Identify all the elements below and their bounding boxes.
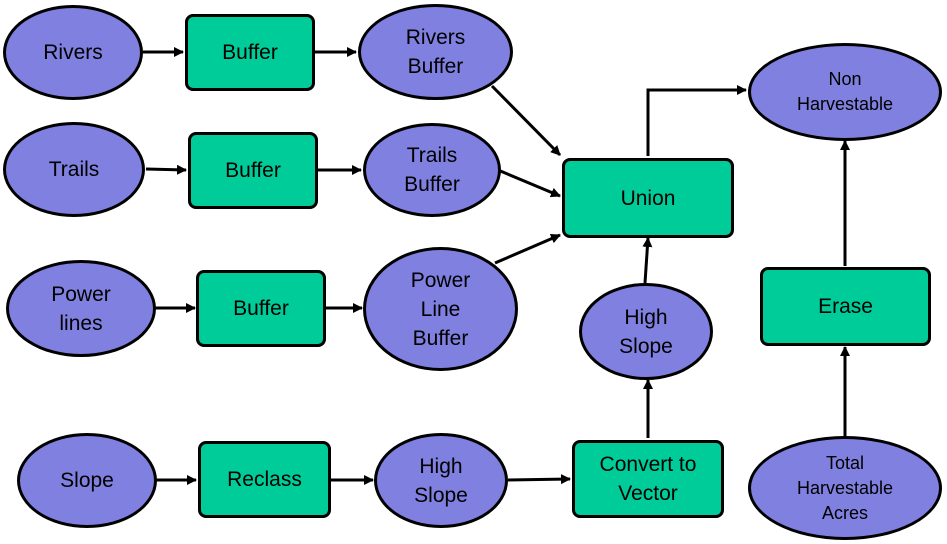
node-trails: Trails: [3, 122, 145, 217]
arrow-high-slope-to-convert: [507, 474, 571, 485]
node-slope: Slope: [17, 433, 157, 528]
node-high-slope-raster: High Slope: [374, 433, 508, 528]
node-power-lines: Power lines: [6, 260, 156, 357]
node-power-line-buffer: Power Line Buffer: [363, 247, 518, 371]
arrow-power-buffer-to-union: [494, 233, 561, 265]
node-rivers: Rivers: [3, 5, 143, 100]
node-rivers-buffer: Rivers Buffer: [358, 4, 513, 100]
arrow-rivers-buffer-to-union: [490, 84, 562, 157]
node-buffer-rivers: Buffer: [185, 14, 315, 91]
node-erase: Erase: [760, 267, 931, 346]
node-convert-to-vector: Convert to Vector: [572, 440, 724, 518]
node-high-slope-vector: High Slope: [579, 283, 713, 380]
node-reclass: Reclass: [198, 441, 331, 518]
node-union: Union: [562, 158, 734, 238]
arrow-trails-buffer-to-union: [497, 168, 561, 198]
arrow-union-to-non-harvestable: [646, 85, 747, 156]
node-trails-buffer: Trails Buffer: [363, 123, 501, 217]
node-buffer-trails: Buffer: [188, 132, 318, 209]
node-buffer-power: Buffer: [196, 270, 326, 347]
arrow-high-slope-to-union: [642, 237, 653, 284]
arrow-trails-to-buffer: [145, 164, 187, 175]
node-non-harvestable: Non Harvestable: [748, 43, 942, 141]
node-total-harvestable-acres: Total Harvestable Acres: [748, 436, 942, 540]
